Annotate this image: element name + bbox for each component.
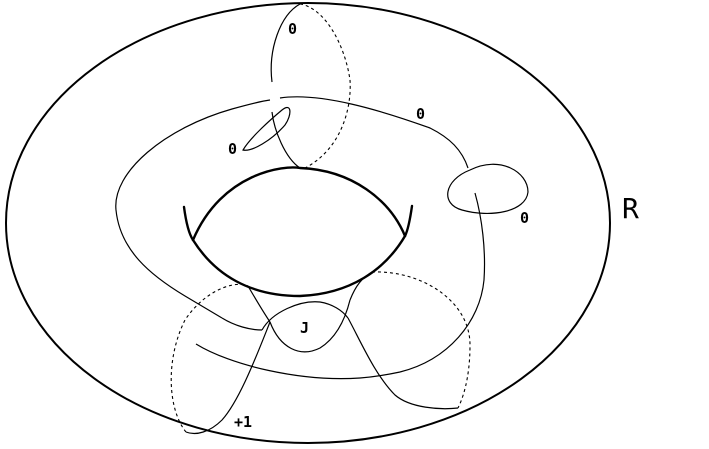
top-loop-solid [270,3,301,83]
strand-left-down [185,321,271,435]
strand-j-top [261,301,349,331]
right-loop [447,163,529,215]
plus-one-loop-dashed-left [170,283,249,433]
top-loop-dashed [299,3,351,169]
strand-right-up [349,271,373,301]
left-small-loop [242,106,291,151]
band-left-side [115,209,223,319]
strand-left-upper [247,285,271,323]
label-right-loop: 0 [520,209,529,227]
label-top-loop: 0 [288,20,297,38]
band-lower [195,343,401,380]
label-knot-j: J [300,319,309,337]
label-region: R [622,192,639,225]
label-outer-curve: 0 [416,105,425,123]
band-outer-mid [279,96,469,169]
inner-hole-lower [191,234,407,298]
inner-hole-upper [191,166,407,242]
band-outer-right [399,192,486,373]
top-loop-solid-lower [271,111,301,169]
strand-right-down [347,317,459,410]
label-bottom-loop: +1 [234,413,252,431]
inner-hole-right-tail [403,204,414,238]
label-left-small-loop: 0 [228,140,237,158]
plus-one-loop-dashed-right [371,271,471,409]
strand-j-loop [269,299,351,353]
outer-boundary-ellipse [5,2,611,444]
strand-left-cross [221,317,263,331]
band-outer-left [115,99,271,211]
inner-hole-left-tail [182,205,195,242]
